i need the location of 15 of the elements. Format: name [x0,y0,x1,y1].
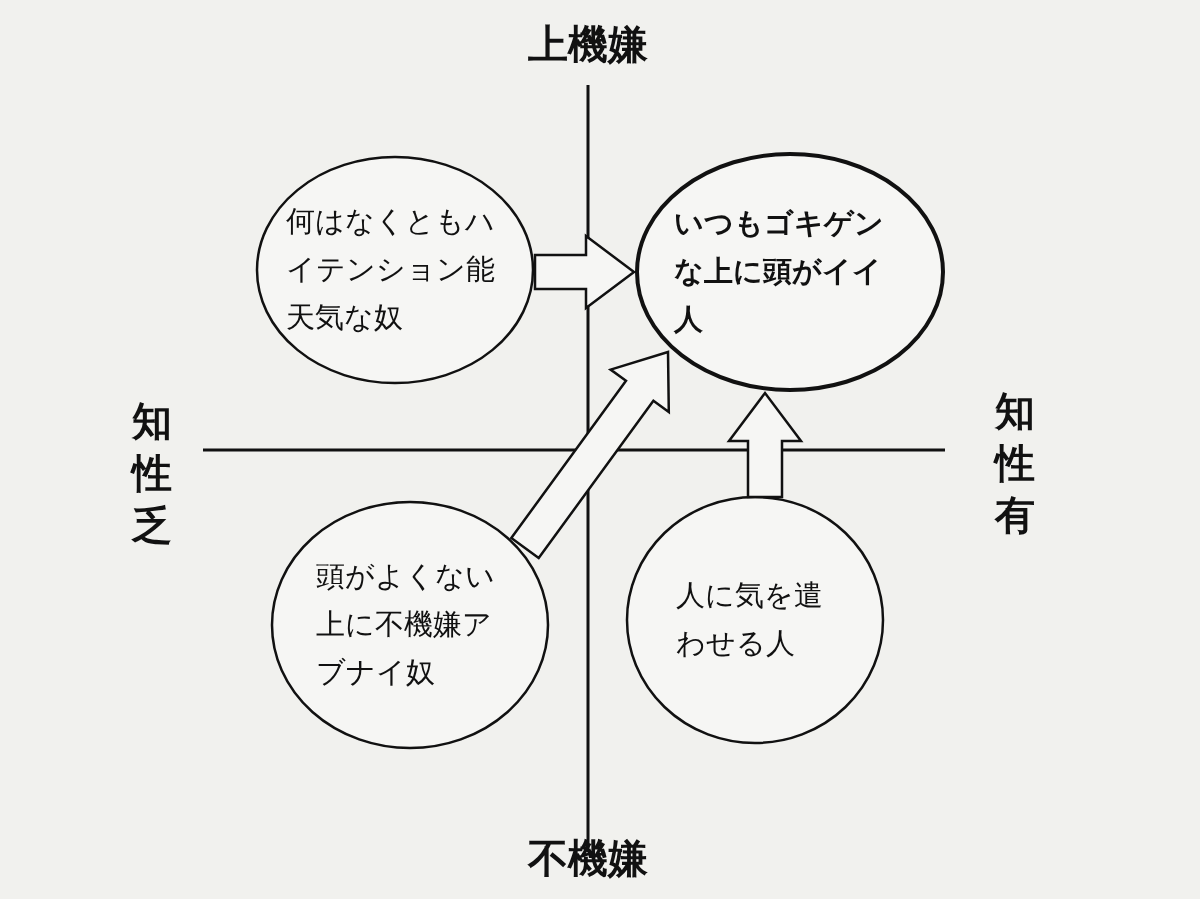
oval-bubble [625,495,885,745]
bubble-text: 人に気を遣わせる人 [676,577,824,662]
bubble-text: 何はなくともハイテンション能天気な奴 [286,203,496,336]
oval-bubble [255,155,535,385]
bubble-text: いつもゴキゲンな上に頭がイイ人 [674,205,885,338]
axis-label: 上機嫌 [528,24,648,64]
axis-label: 知性乏 [132,397,173,550]
block-arrow [533,233,637,311]
bubble-text: 頭がよくない上に不機嫌アブナイ奴 [316,558,496,691]
block-arrow [726,390,804,499]
block-arrow [509,350,671,560]
axis-label: 知性有 [995,387,1036,540]
axis-label: 不機嫌 [528,838,648,878]
oval-bubble [635,152,945,392]
oval-bubble [270,500,550,750]
